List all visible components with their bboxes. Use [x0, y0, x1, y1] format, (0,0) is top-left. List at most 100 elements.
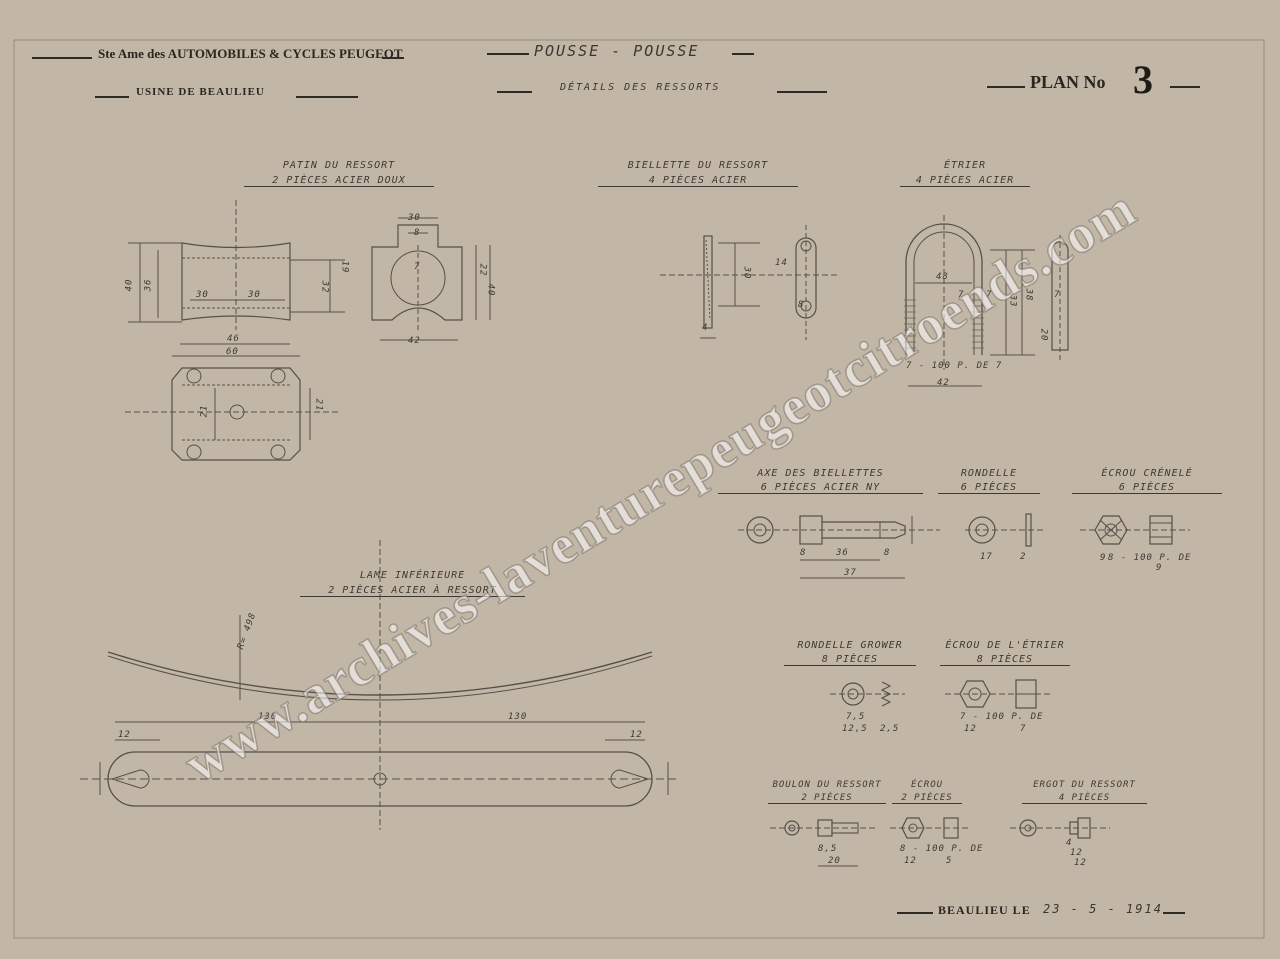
ergot-views [1010, 817, 1110, 839]
dim-label: 30 [196, 290, 209, 300]
dim-label: 30 [741, 266, 752, 280]
dim-label: 130 [258, 712, 278, 722]
dim-label: 7 [958, 290, 965, 300]
dim-label: 20 [1038, 328, 1049, 342]
dim-label: 46 [227, 334, 240, 344]
biellette-views [660, 225, 840, 340]
footer-date: 23 - 5 - 1914 [1043, 902, 1163, 916]
dim-label: 8 [798, 300, 805, 310]
plan-label: PLAN No [1030, 72, 1106, 92]
rule [732, 53, 754, 55]
rondelle-views [965, 513, 1045, 547]
dim-label: 42 [408, 336, 421, 346]
dim-label: 12 [1074, 858, 1087, 868]
dim-label: 32 [319, 280, 330, 294]
dim-label: 8 [414, 228, 421, 238]
dim-label: 30 [248, 290, 261, 300]
plan-number: 3 [1133, 57, 1153, 102]
ecrou-title: ÉCROU [910, 780, 944, 790]
dim-label: 12 [118, 730, 131, 740]
dim-label: 22 [477, 263, 488, 277]
ecrou-qty: 2 PIÈCES [892, 793, 962, 804]
dim-label: 12 [964, 724, 977, 734]
dim-label: 12 [630, 730, 643, 740]
ergot-qty: 4 PIÈCES [1022, 793, 1147, 804]
ecrou-crenele-title: ÉCROU CRÉNELÉ [1101, 468, 1193, 479]
dim-label: 12 [1070, 848, 1083, 858]
dim-label: 12 [904, 856, 917, 866]
rondelle-title: RONDELLE [960, 468, 1018, 479]
rule [296, 96, 358, 98]
etrier-qty: 4 PIÈCES ACIER [900, 175, 1030, 187]
factory-name: USINE DE BEAULIEU [136, 86, 265, 98]
dim-label: 2,5 [880, 724, 900, 734]
sheet-border [13, 39, 1265, 939]
dim-label: 8 - 100 P. DE [1108, 553, 1192, 563]
etrier-title: ÉTRIER [943, 160, 987, 171]
dim-label: 7,5 [846, 712, 866, 722]
rule [497, 91, 532, 93]
axe-views [738, 515, 940, 579]
rule [95, 96, 129, 98]
rule [777, 91, 827, 93]
rondelle-grower-qty: 8 PIÈCES [784, 654, 916, 666]
dim-label: 40 [124, 278, 135, 292]
patin-front-view [128, 200, 345, 330]
dim-label: 8 - 100 P. DE [900, 844, 984, 854]
footer-place: BEAULIEU LE [938, 903, 1031, 917]
dim-label: 7 - 100 P. DE 7 [906, 361, 1003, 371]
dim-label: 7 [414, 262, 421, 272]
project-title: POUSSE - POUSSE [534, 42, 700, 60]
patin-qty: 2 PIÈCES ACIER DOUX [244, 175, 434, 187]
dim-label: 9 [1156, 563, 1163, 573]
rondelle-grower-title: RONDELLE GROWER [797, 640, 903, 651]
dim-label: 130 [508, 712, 528, 722]
axe-title: AXE DES BIELLETTES [757, 468, 884, 479]
rule [487, 53, 529, 55]
patin-top-view [125, 343, 340, 461]
dim-label: 8 [884, 548, 891, 558]
dim-label: 48 [936, 272, 949, 282]
dim-label: 7 [1054, 290, 1061, 300]
dim-label: 8,5 [818, 844, 838, 854]
dim-label: 40 [485, 283, 496, 297]
dim-label: 30 [408, 213, 421, 223]
dim-label: 7 - 100 P. DE [960, 712, 1044, 722]
rule [1163, 912, 1185, 914]
ecrou-crenele-views [1080, 515, 1190, 545]
company-name: Ste Ame des AUTOMOBILES & CYCLES PEUGEOT [98, 46, 403, 61]
dim-label: 21 [313, 398, 324, 412]
rule [32, 57, 92, 59]
rondelle-grower-views [830, 681, 905, 707]
dim-label: 36 [836, 548, 849, 558]
dim-label: 8 [800, 548, 807, 558]
rondelle-qty: 6 PIÈCES [938, 482, 1040, 494]
dim-label: 14 [775, 258, 788, 268]
dim-label: 42 [937, 378, 950, 388]
dim-label: 36 [143, 278, 154, 292]
drawing-subject: DÉTAILS DES RESSORTS [560, 82, 721, 93]
dim-label: 4 [702, 323, 709, 333]
rule [897, 912, 933, 914]
dim-label: 60 [226, 347, 239, 357]
dim-label: 17 [980, 552, 993, 562]
ecrou-etrier-views [945, 679, 1050, 709]
rule [382, 57, 404, 59]
axe-qty: 6 PIÈCES ACIER NY [718, 482, 923, 494]
ecrou-crenele-qty: 6 PIÈCES [1072, 482, 1222, 494]
boulon-views [770, 819, 875, 867]
ecrou-views [890, 817, 970, 839]
lame-views [80, 540, 680, 830]
dim-label: 20 [828, 856, 841, 866]
dim-label: 7 [986, 290, 993, 300]
dim-label: 37 [844, 568, 857, 578]
boulon-qty: 2 PIÈCES [768, 793, 886, 804]
lame-title: LAME INFÉRIEURE [359, 570, 466, 581]
etrier-views [904, 215, 1069, 387]
patin-title: PATIN DU RESSORT [282, 160, 396, 171]
dim-label: 12,5 [842, 724, 868, 734]
rule [1170, 86, 1200, 88]
patin-side-view [371, 217, 491, 341]
